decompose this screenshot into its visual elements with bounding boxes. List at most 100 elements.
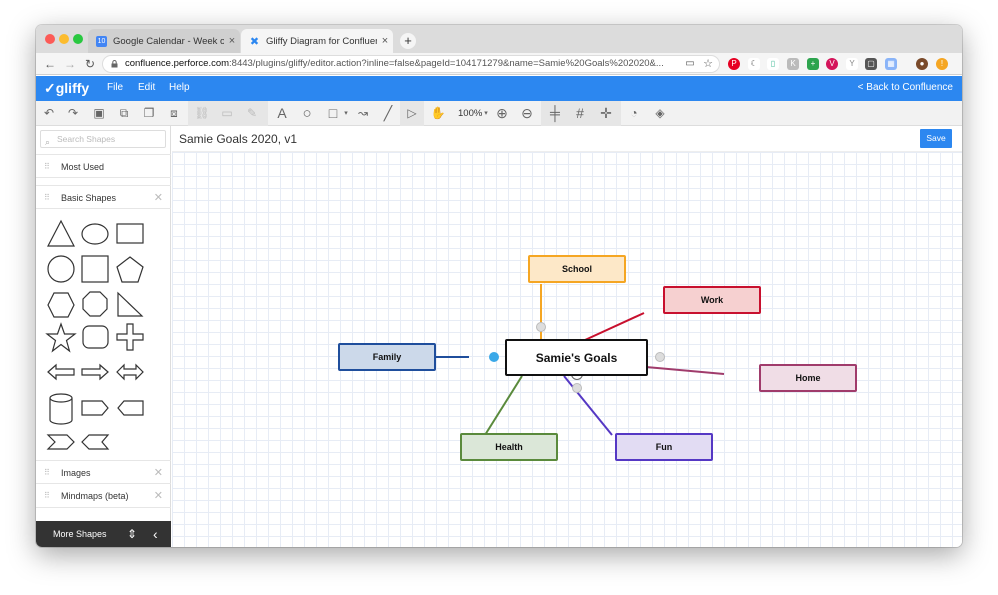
- back-arrow-icon[interactable]: ←: [44, 57, 56, 71]
- align-icon[interactable]: ╪: [550, 105, 560, 121]
- collapse-sections-icon[interactable]: ⇕: [127, 527, 138, 541]
- section-basic-shapes[interactable]: ⠿ Basic Shapes ✕: [36, 185, 171, 209]
- shape-cross[interactable]: [116, 323, 144, 351]
- add-branch-bottom-icon[interactable]: [572, 383, 582, 393]
- shape-octagon[interactable]: [82, 291, 108, 317]
- chevron-down-icon[interactable]: ▾: [484, 110, 488, 117]
- tab-gliffy-diagram[interactable]: ✖ Gliffy Diagram for Confluence ×: [241, 29, 393, 53]
- shape-triangle[interactable]: [47, 219, 75, 247]
- shape-tool-icon[interactable]: □: [328, 105, 338, 121]
- zoom-in-icon[interactable]: ⊕: [496, 104, 508, 121]
- close-icon[interactable]: ✕: [153, 467, 163, 479]
- theme-palette-icon[interactable]: ◔: [630, 106, 638, 120]
- node-home[interactable]: Home: [759, 364, 857, 392]
- shape-star[interactable]: [45, 322, 77, 353]
- layers-icon[interactable]: ◈: [655, 106, 665, 120]
- shape-arrow-double[interactable]: [116, 363, 144, 381]
- more-shapes-button[interactable]: More Shapes ⇕ ‹: [36, 521, 171, 547]
- copy-icon[interactable]: ❐: [143, 106, 155, 120]
- shape-arrow-right[interactable]: [81, 363, 109, 381]
- section-images[interactable]: ⠿ Images ✕: [36, 460, 171, 484]
- bookmark-star-icon[interactable]: ☆: [703, 58, 713, 70]
- node-center-samies-goals[interactable]: Samie's Goals: [505, 339, 648, 376]
- extension-grid-icon[interactable]: ▦: [885, 58, 897, 70]
- cast-icon[interactable]: ▭: [685, 58, 695, 69]
- avatar[interactable]: ●: [916, 58, 928, 70]
- back-to-confluence-link[interactable]: < Back to Confluence: [857, 82, 953, 93]
- shape-hexagon[interactable]: [47, 292, 75, 318]
- shape-pointed-left[interactable]: [117, 400, 144, 416]
- minimize-window-icon[interactable]: [59, 34, 69, 44]
- zoom-level[interactable]: 100%: [458, 108, 483, 119]
- document-title[interactable]: Samie Goals 2020, v1: [179, 132, 298, 146]
- close-icon[interactable]: ✕: [153, 192, 163, 204]
- drag-handle-icon[interactable]: ⠿: [44, 491, 50, 500]
- close-tab-icon[interactable]: ×: [228, 35, 236, 47]
- connector-fun[interactable]: [563, 375, 613, 436]
- save-button[interactable]: Save: [920, 129, 952, 148]
- save-image-icon[interactable]: ▣: [93, 106, 105, 120]
- ellipse-tool-icon[interactable]: ○: [302, 104, 312, 122]
- new-tab-button[interactable]: +: [400, 33, 416, 49]
- close-window-icon[interactable]: [45, 34, 55, 44]
- node-school[interactable]: School: [528, 255, 626, 283]
- shape-arrow-left[interactable]: [47, 363, 75, 381]
- redo-icon[interactable]: ↷: [67, 106, 79, 120]
- shape-circle[interactable]: [47, 255, 75, 283]
- hand-tool-icon[interactable]: ✋: [430, 106, 446, 120]
- pointer-tool-icon[interactable]: ▷: [407, 106, 417, 120]
- extension-v-icon[interactable]: V: [826, 58, 838, 70]
- extension-y-icon[interactable]: Y: [846, 58, 858, 70]
- add-branch-top-icon[interactable]: [536, 322, 546, 332]
- drag-handle-icon[interactable]: ⠿: [44, 162, 50, 171]
- dark-mode-icon[interactable]: ☾: [748, 58, 760, 70]
- node-family[interactable]: Family: [338, 343, 436, 371]
- arrange-icon[interactable]: ⧈: [170, 105, 178, 120]
- snap-icon[interactable]: ✛: [600, 104, 612, 121]
- line-tool-icon[interactable]: ╱: [383, 104, 393, 121]
- drag-handle-icon[interactable]: ⠿: [44, 468, 50, 477]
- diagram-canvas[interactable]: Samie's Goals School Work Family Home He…: [172, 152, 962, 547]
- shape-pointed-right[interactable]: [81, 400, 109, 416]
- zoom-out-icon[interactable]: ⊖: [521, 104, 533, 121]
- maximize-window-icon[interactable]: [73, 34, 83, 44]
- shape-chevron-left[interactable]: [81, 434, 110, 450]
- node-work[interactable]: Work: [663, 286, 761, 314]
- shield-extension-icon[interactable]: ▢: [865, 58, 877, 70]
- url-input[interactable]: confluence.perforce.com:8443/plugins/gli…: [102, 55, 720, 73]
- menu-file[interactable]: File: [107, 82, 124, 93]
- extension-k-icon[interactable]: K: [787, 58, 799, 70]
- connector-tool-icon[interactable]: ↝: [357, 106, 369, 120]
- add-branch-left-icon[interactable]: [489, 352, 499, 362]
- shape-rectangle[interactable]: [116, 223, 144, 244]
- chevron-down-icon[interactable]: ▾: [344, 110, 348, 117]
- shape-pentagon[interactable]: [116, 256, 144, 283]
- node-fun[interactable]: Fun: [615, 433, 713, 461]
- undo-icon[interactable]: ↶: [43, 106, 55, 120]
- extension-plus-icon[interactable]: +: [807, 58, 819, 70]
- text-tool-icon[interactable]: A: [277, 105, 287, 121]
- shape-chevron-right[interactable]: [46, 434, 75, 450]
- close-icon[interactable]: ✕: [153, 490, 163, 502]
- shape-ellipse[interactable]: [81, 223, 109, 245]
- add-branch-right-icon[interactable]: [655, 352, 665, 362]
- menu-edit[interactable]: Edit: [138, 82, 156, 93]
- menu-help[interactable]: Help: [169, 82, 190, 93]
- connector-work[interactable]: [584, 312, 645, 341]
- close-tab-icon[interactable]: ×: [381, 35, 389, 47]
- update-alert-icon[interactable]: !: [936, 58, 948, 70]
- shape-right-triangle[interactable]: [117, 291, 144, 317]
- reload-icon[interactable]: ↻: [84, 57, 96, 71]
- shape-square[interactable]: [81, 255, 109, 283]
- grid-icon[interactable]: #: [576, 105, 584, 121]
- node-health[interactable]: Health: [460, 433, 558, 461]
- docs-extension-icon[interactable]: ▯: [767, 58, 779, 70]
- tab-google-calendar[interactable]: 10 Google Calendar - Week of Dec ×: [88, 29, 240, 53]
- pinterest-icon[interactable]: P: [728, 58, 740, 70]
- forward-arrow-icon[interactable]: →: [64, 57, 76, 71]
- connector-health[interactable]: [484, 375, 523, 436]
- shape-rounded-rectangle[interactable]: [82, 325, 109, 349]
- shape-cylinder[interactable]: [49, 393, 73, 425]
- group-icon[interactable]: ⧉: [119, 105, 129, 120]
- chevron-left-icon[interactable]: ‹: [153, 526, 158, 542]
